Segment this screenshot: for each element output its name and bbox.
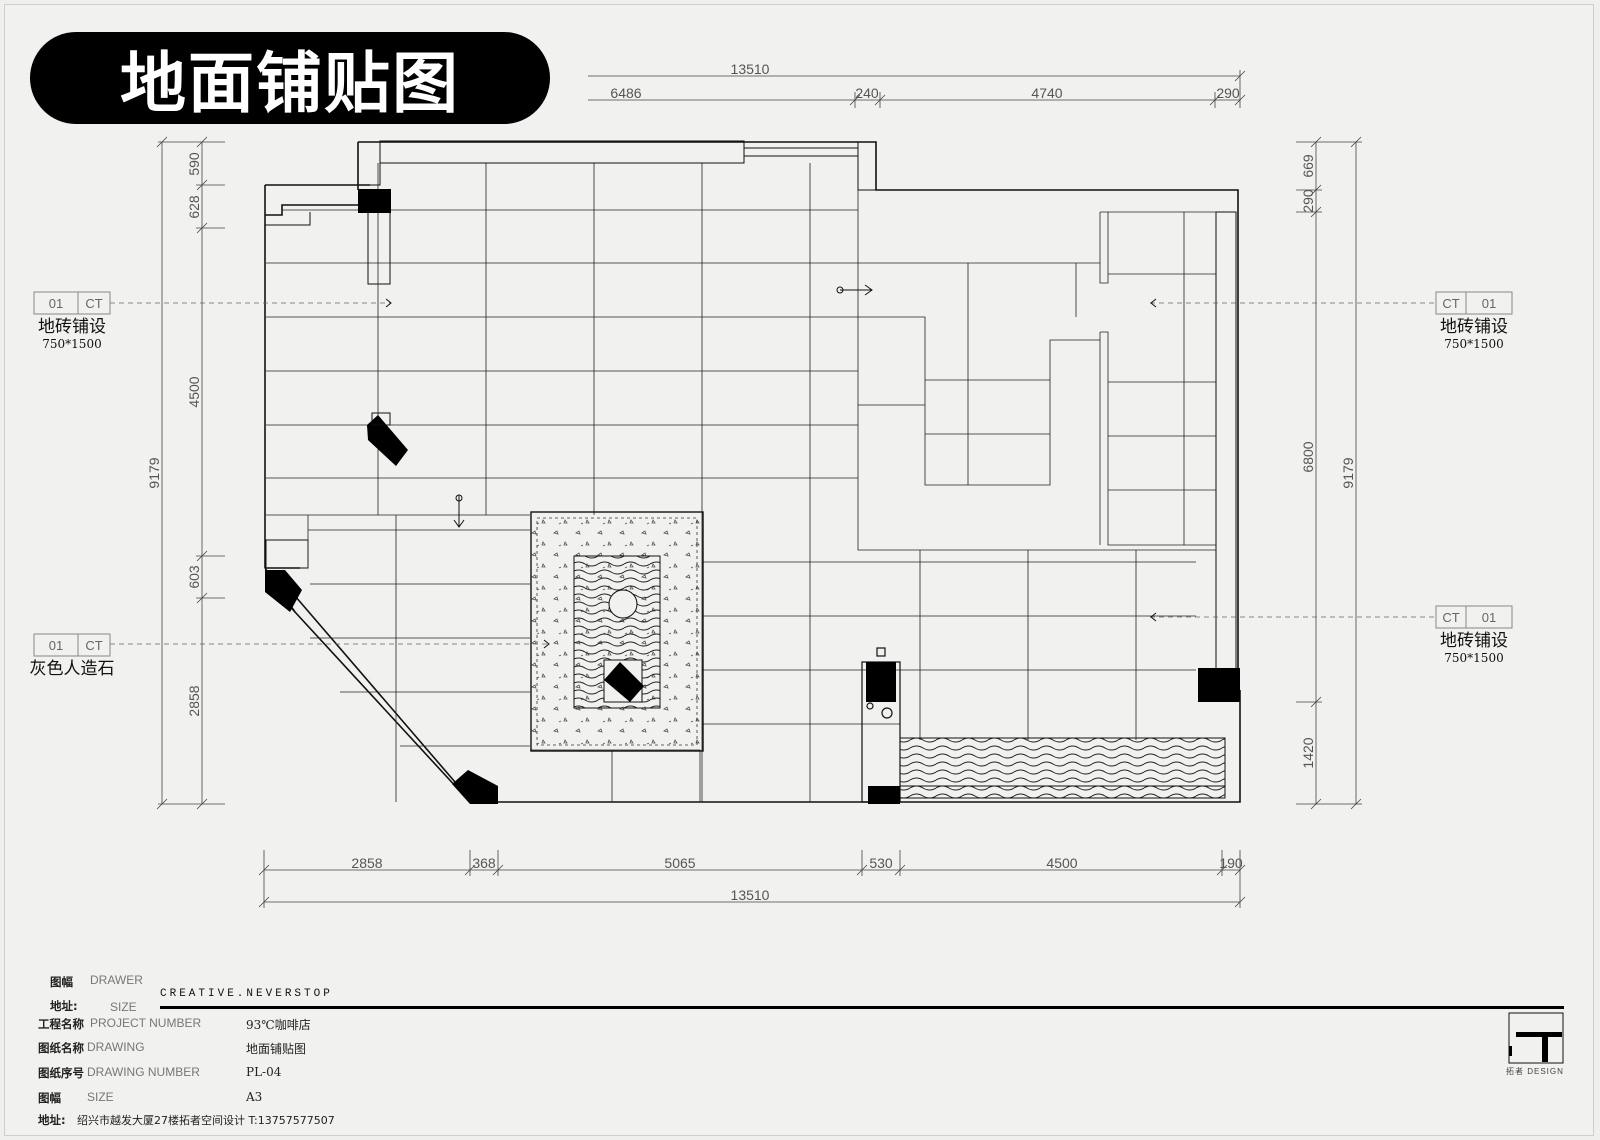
- callout-code: CT: [1442, 296, 1459, 311]
- drawing-label: 图纸名称: [38, 1041, 84, 1055]
- drawer-en: DRAWER: [90, 973, 143, 987]
- logo-caption: 拓者 DESIGN: [1506, 1067, 1564, 1076]
- callout-num: 01: [49, 638, 63, 653]
- callout-code: CT: [85, 638, 102, 653]
- leader-arrows: [385, 298, 1157, 649]
- dim-left-seg-4: 603: [186, 565, 202, 589]
- callout-code: CT: [85, 296, 102, 311]
- drawing-en: DRAWING: [87, 1040, 145, 1054]
- dim-top-seg-1: 6486: [610, 85, 641, 101]
- callout-label: 灰色人造石: [30, 659, 115, 679]
- drawer-label: 图幅: [50, 975, 73, 989]
- dim-bottom-seg-6: 190: [1219, 855, 1243, 871]
- callout-label: 地砖铺设: [38, 317, 106, 337]
- dim-bottom-total: 13510: [731, 887, 770, 903]
- project-label: 工程名称: [38, 1017, 84, 1031]
- dim-top-seg-4: 290: [1216, 85, 1240, 101]
- dim-left-seg-3: 4500: [186, 376, 202, 407]
- section-marks: [453, 284, 873, 528]
- callout-code: CT: [1442, 610, 1459, 625]
- right-room-grid: [858, 211, 1216, 546]
- project-value: 93℃咖啡店: [246, 1018, 311, 1032]
- columns: [265, 189, 1240, 804]
- site-label: 地址:: [50, 999, 78, 1013]
- tile-grid: [266, 163, 1216, 802]
- callout-num: 01: [49, 296, 63, 311]
- number-en: DRAWING NUMBER: [87, 1065, 200, 1079]
- dim-bottom-seg-2: 368: [472, 855, 496, 871]
- wall-bands: [265, 140, 1237, 683]
- callout-num: 01: [1482, 610, 1496, 625]
- callout-num: 01: [1482, 296, 1496, 311]
- project-en: PROJECT NUMBER: [90, 1016, 202, 1030]
- callout-label: 地砖铺设: [1440, 631, 1508, 651]
- dimension-lines: [156, 70, 1362, 908]
- size-value: A3: [246, 1090, 263, 1104]
- dim-left-seg-2: 628: [186, 195, 202, 219]
- dim-left-total: 9179: [146, 457, 162, 488]
- dim-left-seg-1: 590: [186, 152, 202, 176]
- size-en: SIZE: [87, 1090, 114, 1104]
- address-label: 地址:: [38, 1113, 66, 1127]
- company-logo: [1508, 1012, 1564, 1064]
- dim-bottom-seg-4: 530: [869, 855, 893, 871]
- title-block-rule: [160, 1006, 1564, 1009]
- address-value: 绍兴市越发大厦27楼拓者空间设计 T:13757577507: [77, 1114, 335, 1127]
- dim-right-seg-2: 290: [1300, 189, 1316, 213]
- dim-right-seg-1: 669: [1300, 154, 1316, 178]
- dim-top-total: 13510: [731, 61, 770, 77]
- stone-zone: [530, 511, 704, 752]
- callout-left-top: 01 CT 地砖铺设 750*1500: [33, 291, 111, 351]
- dim-bottom-seg-5: 4500: [1046, 855, 1077, 871]
- number-value: PL-04: [246, 1065, 282, 1079]
- wood-band: [899, 737, 1226, 799]
- callout-size: 750*1500: [42, 337, 101, 351]
- site-en: SIZE: [110, 1000, 137, 1014]
- dim-bottom-seg-1: 2858: [351, 855, 382, 871]
- dim-top-seg-3: 4740: [1031, 85, 1062, 101]
- dim-right-seg-3: 6800: [1300, 441, 1316, 472]
- callout-right-top: CT 01 地砖铺设 750*1500: [1435, 291, 1513, 351]
- callout-label: 地砖铺设: [1440, 317, 1508, 337]
- callout-left-bottom: 01 CT 灰色人造石: [30, 633, 115, 679]
- dim-left-seg-5: 2858: [186, 685, 202, 716]
- leader-lines: [110, 302, 1436, 645]
- number-label: 图纸序号: [38, 1066, 84, 1080]
- callout-size: 750*1500: [1444, 651, 1503, 665]
- callout-size: 750*1500: [1444, 337, 1503, 351]
- callout-right-bottom: CT 01 地砖铺设 750*1500: [1435, 605, 1513, 665]
- dim-top-seg-2: 240: [855, 85, 879, 101]
- dim-right-seg-4: 1420: [1300, 737, 1316, 768]
- brand-text: CREATIVE.NEVERSTOP: [160, 988, 333, 1000]
- drawing-value: 地面铺贴图: [246, 1042, 307, 1056]
- dim-bottom-seg-3: 5065: [664, 855, 695, 871]
- drawing-title: 地面铺贴图: [30, 32, 550, 124]
- dim-right-total: 9179: [1340, 457, 1356, 488]
- size-label: 图幅: [38, 1091, 61, 1105]
- outer-walls: [264, 141, 1241, 803]
